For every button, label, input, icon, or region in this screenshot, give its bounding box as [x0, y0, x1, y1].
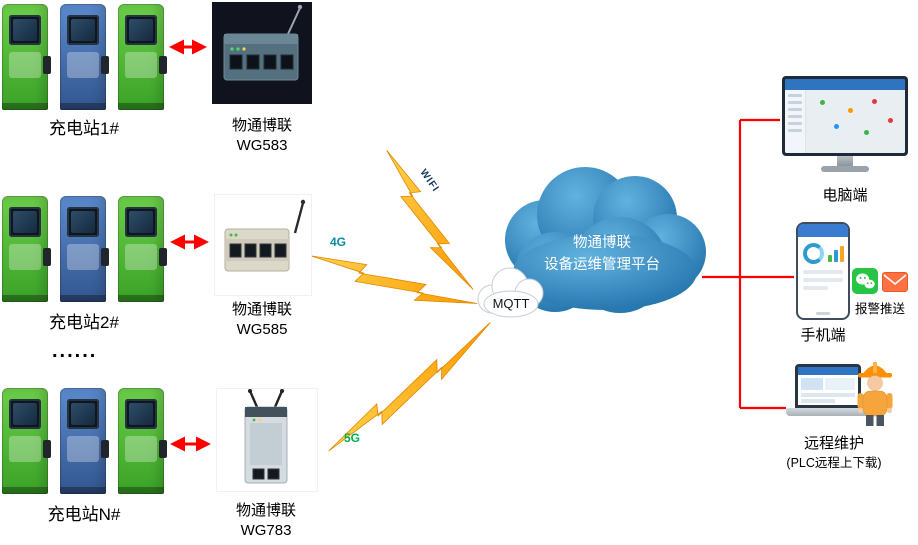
cloud-title-line1: 物通博联	[573, 234, 631, 251]
charging-pile	[2, 196, 51, 302]
4g-link-label: 4G	[330, 235, 346, 249]
mail-icon	[882, 272, 908, 292]
gateway-wg783-image	[216, 388, 318, 492]
gateway-brand: 物通博联	[231, 117, 292, 134]
charging-pile	[2, 388, 51, 494]
maintenance-endpoint-sublabel: (PLC远程上下载)	[786, 456, 882, 470]
mqtt-label: MQTT	[493, 296, 530, 311]
router-icon	[244, 389, 288, 484]
station-group-label: 充电站N#	[47, 505, 121, 524]
phone-icon	[796, 222, 850, 320]
charging-pile	[60, 4, 109, 110]
station-group-label: 充电站1#	[49, 119, 119, 138]
charging-station-group-2	[2, 196, 167, 304]
wifi-lightning-bolt	[386, 150, 474, 290]
charging-station-group-1	[2, 4, 167, 112]
charging-pile	[118, 196, 167, 302]
ellipsis-more-stations: ......	[52, 340, 98, 362]
gateway-wg585-image	[214, 194, 312, 296]
cloud-title-line2: 设备运维管理平台	[544, 256, 660, 273]
platform-cloud: 物通博联 设备运维管理平台	[505, 167, 706, 313]
mqtt-cloud: MQTT	[477, 267, 544, 318]
charging-pile	[60, 196, 109, 302]
charging-station-group-n	[2, 388, 167, 496]
router-icon	[223, 4, 303, 81]
gateway-model: WG783	[240, 522, 292, 539]
charging-pile	[60, 388, 109, 494]
gateway-model: WG583	[236, 137, 288, 154]
mobile-endpoint-label: 手机端	[800, 327, 846, 344]
wechat-icon	[852, 268, 878, 294]
router-icon	[224, 199, 306, 272]
gateway-wg583-image	[212, 2, 312, 104]
charging-pile	[118, 4, 167, 110]
gateway-label-wg585: 物通博联 WG585	[205, 300, 319, 340]
pc-endpoint-label: 电脑端	[822, 187, 868, 204]
station-group-label: 充电站2#	[49, 313, 119, 332]
gateway-label-wg783: 物通博联 WG783	[208, 501, 324, 541]
5g-link-label: 5G	[344, 431, 360, 445]
cloud-endpoint-connectors	[702, 118, 794, 410]
gateway-label-wg583: 物通博联 WG583	[204, 116, 320, 156]
charging-pile	[2, 4, 51, 110]
pc-monitor-icon	[782, 76, 908, 176]
5g-lightning-bolt	[328, 322, 491, 452]
engineer-icon	[857, 362, 893, 426]
gateway-model: WG585	[236, 321, 288, 338]
charging-pile	[118, 388, 167, 494]
gateway-brand: 物通博联	[235, 502, 296, 519]
station-gateway-arrows	[169, 39, 211, 452]
alarm-push-label: 报警推送	[854, 302, 905, 316]
maintenance-endpoint-label: 远程维护	[803, 435, 864, 452]
4g-lightning-bolt	[310, 255, 478, 304]
gateway-brand: 物通博联	[231, 301, 292, 318]
laptop-icon	[786, 364, 870, 418]
